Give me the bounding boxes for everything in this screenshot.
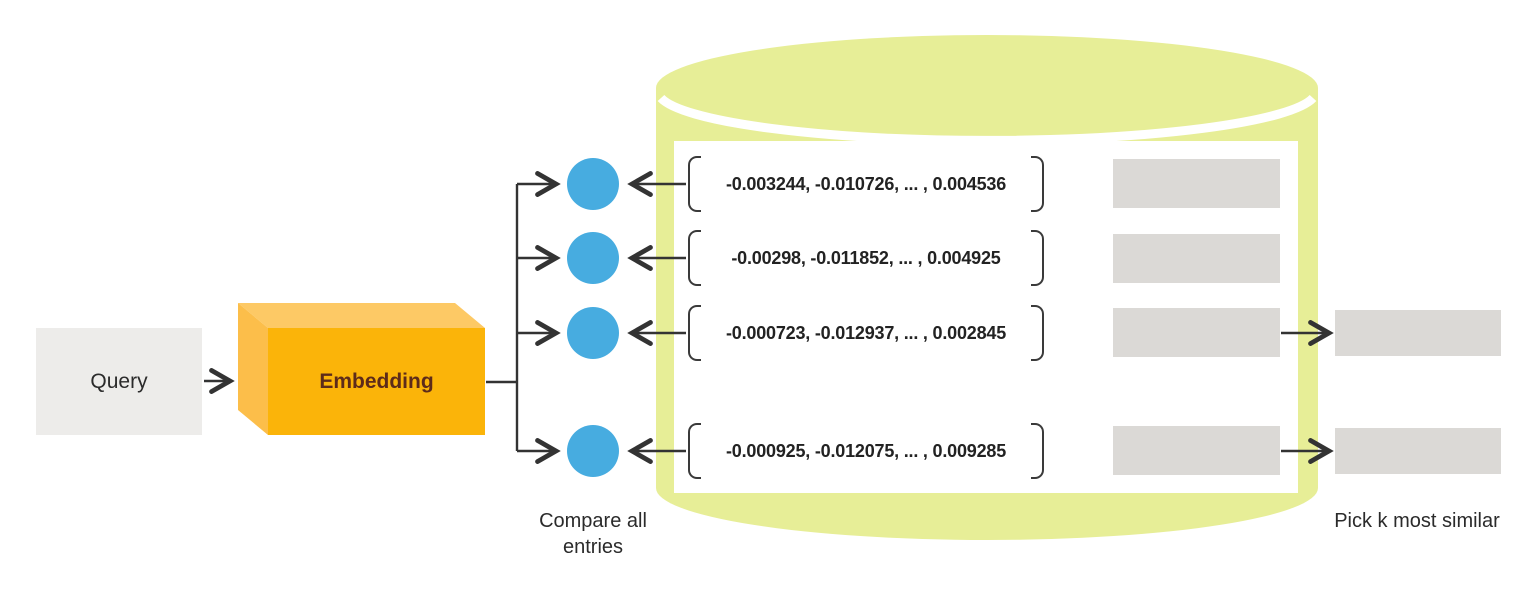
result-placeholder-1	[1335, 310, 1501, 356]
embedding-box-icon	[238, 303, 485, 435]
vector-row-4: -0.000925, -0.012075, ... , 0.009285	[688, 423, 1044, 479]
db-entry-placeholder-4	[1113, 426, 1280, 475]
left-bracket-icon	[688, 305, 701, 361]
compare-node-4	[567, 425, 619, 477]
db-entry-placeholder-1	[1113, 159, 1280, 208]
right-bracket-icon	[1031, 305, 1044, 361]
right-bracket-icon	[1031, 156, 1044, 212]
pick-k-most-similar-label: Pick k most similar	[1334, 510, 1500, 532]
right-bracket-icon	[1031, 423, 1044, 479]
db-entry-placeholder-3	[1113, 308, 1280, 357]
vector-row-2: -0.00298, -0.011852, ... , 0.004925	[688, 230, 1044, 286]
vector-value-4: -0.000925, -0.012075, ... , 0.009285	[725, 440, 1007, 461]
compare-node-1	[567, 158, 619, 210]
left-bracket-icon	[688, 230, 701, 286]
vector-value-1: -0.003244, -0.010726, ... , 0.004536	[725, 173, 1007, 194]
query-label: Query	[90, 369, 148, 393]
compare-all-entries-label: Compare all entries	[539, 510, 647, 559]
result-placeholder-2	[1335, 428, 1501, 474]
cylinder-rim-highlight	[657, 94, 1317, 145]
left-bracket-icon	[688, 423, 701, 479]
vector-value-2: -0.00298, -0.011852, ... , 0.004925	[731, 247, 1001, 268]
vector-row-3: -0.000723, -0.012937, ... , 0.002845	[688, 305, 1044, 361]
db-entry-placeholder-2	[1113, 234, 1280, 283]
vector-row-1: -0.003244, -0.010726, ... , 0.004536	[688, 156, 1044, 212]
compare-node-3	[567, 307, 619, 359]
vector-value-3: -0.000723, -0.012937, ... , 0.002845	[725, 322, 1007, 343]
right-bracket-icon	[1031, 230, 1044, 286]
embedding-label: Embedding	[319, 369, 434, 393]
compare-node-2	[567, 232, 619, 284]
left-bracket-icon	[688, 156, 701, 212]
query-box: Query	[36, 328, 202, 435]
